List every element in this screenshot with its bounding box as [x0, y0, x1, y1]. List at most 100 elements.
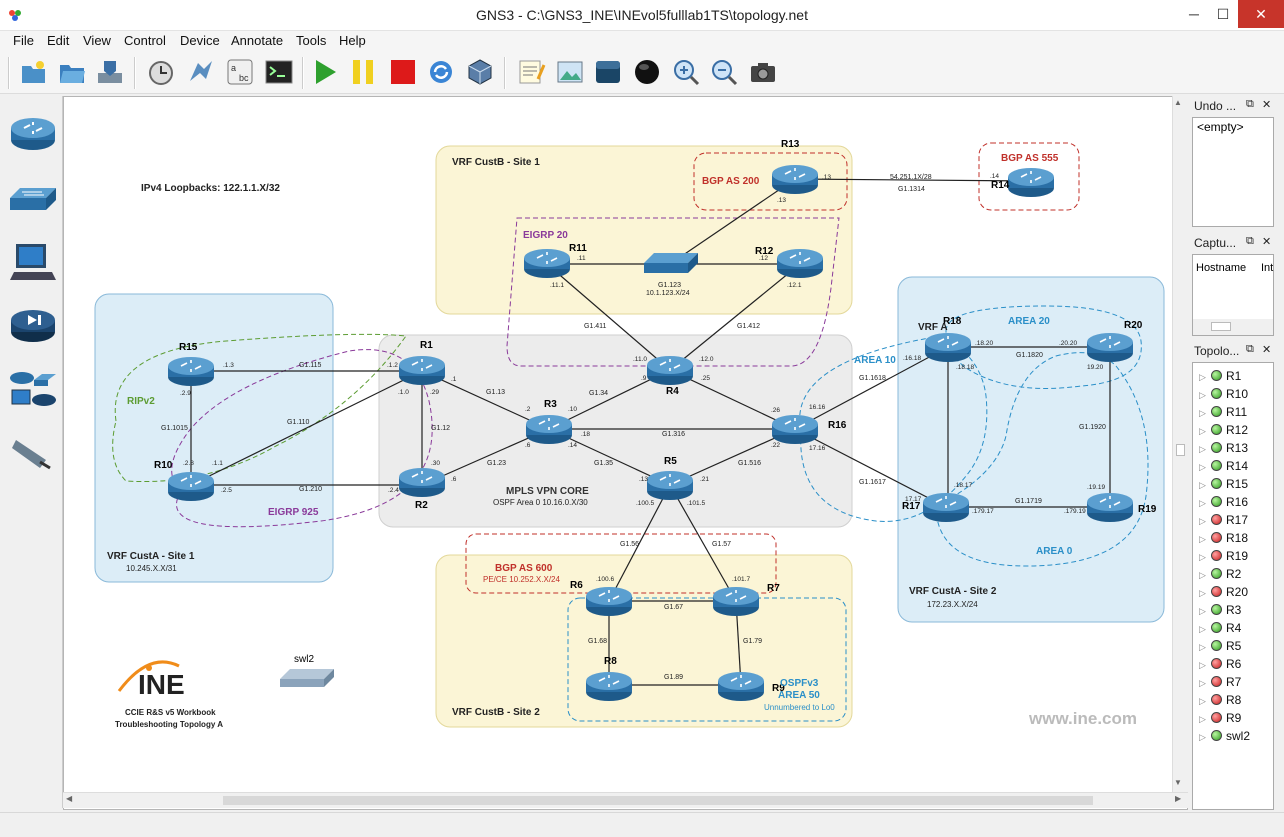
horizontal-scroll-thumb[interactable] — [223, 796, 1093, 805]
switch-swl2[interactable]: swl2 — [280, 654, 334, 687]
all-devices-icon[interactable] — [8, 366, 58, 410]
topology-item[interactable]: ▷R6 — [1199, 657, 1241, 675]
capture-col-interface[interactable]: Int — [1261, 262, 1274, 274]
menu-control[interactable]: Control — [124, 33, 166, 48]
router-R9[interactable]: R9 — [717, 671, 785, 702]
router-R17[interactable]: R17 — [902, 492, 970, 523]
close-icon[interactable]: ✕ — [1262, 99, 1272, 111]
router-R6[interactable]: R6 — [570, 580, 633, 617]
reload-icon[interactable] — [426, 57, 456, 87]
undo-empty-item[interactable]: <empty> — [1197, 120, 1244, 134]
router-R20[interactable]: R20 — [1086, 320, 1143, 363]
expand-arrow-icon[interactable]: ▷ — [1199, 660, 1206, 670]
scroll-up-icon[interactable]: ▲ — [1174, 98, 1182, 107]
router-icon[interactable] — [8, 112, 58, 156]
router-R1[interactable]: R1 — [398, 340, 446, 386]
router-R11[interactable]: R11 — [523, 243, 587, 279]
expand-arrow-icon[interactable]: ▷ — [1199, 444, 1206, 454]
topology-item[interactable]: ▷R12 — [1199, 423, 1248, 441]
menu-tools[interactable]: Tools — [296, 33, 327, 48]
router-R16[interactable]: R16 — [771, 414, 847, 445]
topology-item[interactable]: ▷R1 — [1199, 369, 1241, 387]
topology-item[interactable]: ▷R3 — [1199, 603, 1241, 621]
security-device-icon[interactable] — [8, 304, 58, 348]
save-project-icon[interactable] — [95, 57, 125, 87]
expand-arrow-icon[interactable]: ▷ — [1199, 642, 1206, 652]
expand-arrow-icon[interactable]: ▷ — [1199, 498, 1206, 508]
float-icon[interactable]: ⧉ — [1246, 235, 1254, 247]
topology-item[interactable]: ▷R20 — [1199, 585, 1248, 603]
expand-arrow-icon[interactable]: ▷ — [1199, 372, 1206, 382]
cloud-connector-icon[interactable] — [8, 430, 58, 474]
pause-icon[interactable] — [348, 57, 378, 87]
expand-arrow-icon[interactable]: ▷ — [1199, 588, 1206, 598]
topology-item[interactable]: ▷R14 — [1199, 459, 1248, 477]
router-R4[interactable]: R4 — [646, 355, 694, 397]
draw-rectangle-icon[interactable] — [593, 57, 623, 87]
new-project-icon[interactable] — [18, 57, 48, 87]
float-icon[interactable]: ⧉ — [1246, 98, 1254, 110]
expand-arrow-icon[interactable]: ▷ — [1199, 408, 1206, 418]
menu-edit[interactable]: Edit — [47, 33, 70, 48]
scroll-left-icon[interactable]: ◀ — [66, 794, 73, 803]
close-icon[interactable]: ✕ — [1262, 344, 1272, 356]
expand-arrow-icon[interactable]: ▷ — [1199, 678, 1206, 688]
router-R15[interactable]: R15 — [167, 342, 215, 387]
expand-arrow-icon[interactable]: ▷ — [1199, 516, 1206, 526]
insert-picture-icon[interactable] — [555, 57, 585, 87]
topology-item[interactable]: ▷R19 — [1199, 549, 1248, 567]
router-R2[interactable]: R2 — [398, 467, 446, 511]
expand-arrow-icon[interactable]: ▷ — [1199, 570, 1206, 580]
maximize-button[interactable]: ☐ — [1216, 6, 1230, 22]
router-R10[interactable]: R10 — [154, 460, 215, 502]
switch-sw-r11-r12[interactable] — [644, 253, 698, 273]
expand-arrow-icon[interactable]: ▷ — [1199, 732, 1206, 742]
topology-item[interactable]: ▷R7 — [1199, 675, 1241, 693]
menu-annotate[interactable]: Annotate — [231, 33, 284, 48]
horizontal-scrollbar[interactable]: ◀ ▶ — [63, 792, 1188, 808]
float-icon[interactable]: ⧉ — [1246, 343, 1254, 355]
topology-item[interactable]: ▷R8 — [1199, 693, 1241, 711]
menu-device[interactable]: Device — [180, 33, 220, 48]
topology-item[interactable]: ▷R10 — [1199, 387, 1248, 405]
topology-item[interactable]: ▷R18 — [1199, 531, 1248, 549]
topology-item[interactable]: ▷R16 — [1199, 495, 1248, 513]
expand-arrow-icon[interactable]: ▷ — [1199, 606, 1206, 616]
menu-view[interactable]: View — [83, 33, 111, 48]
start-icon[interactable] — [310, 57, 340, 87]
scroll-right-icon[interactable]: ▶ — [1175, 794, 1182, 803]
zoom-in-icon[interactable] — [671, 57, 701, 87]
close-icon[interactable]: ✕ — [1262, 236, 1272, 248]
topology-canvas[interactable]: R1 R2 R3 R4 R5 R6 R7 R8 R9 R10 R11 R12 R… — [63, 96, 1188, 810]
router-R7[interactable]: R7 — [712, 583, 780, 617]
console-connect-icon[interactable] — [186, 57, 216, 87]
show-interface-labels-icon[interactable]: abc — [225, 57, 255, 87]
router-R12[interactable]: R12 — [755, 246, 824, 279]
menu-file[interactable]: File — [13, 33, 34, 48]
expand-arrow-icon[interactable]: ▷ — [1199, 462, 1206, 472]
topology-item[interactable]: ▷R13 — [1199, 441, 1248, 459]
snapshot-icon[interactable] — [146, 57, 176, 87]
capture-hscroll[interactable] — [1193, 319, 1273, 335]
topology-item[interactable]: ▷R5 — [1199, 639, 1241, 657]
expand-arrow-icon[interactable]: ▷ — [1199, 534, 1206, 544]
close-button[interactable]: ✕ — [1238, 0, 1284, 28]
expand-arrow-icon[interactable]: ▷ — [1199, 714, 1206, 724]
topology-item[interactable]: ▷R4 — [1199, 621, 1241, 639]
switch-icon[interactable] — [8, 176, 58, 220]
end-device-icon[interactable] — [8, 240, 58, 284]
router-R3[interactable]: R3 — [525, 399, 573, 445]
router-R14[interactable]: R14 — [991, 167, 1055, 198]
scroll-down-icon[interactable]: ▼ — [1174, 778, 1182, 787]
topology-item[interactable]: ▷R9 — [1199, 711, 1241, 729]
router-R5[interactable]: R5 — [646, 456, 694, 501]
router-R8[interactable]: R8 — [585, 656, 633, 702]
expand-arrow-icon[interactable]: ▷ — [1199, 480, 1206, 490]
topology-item[interactable]: ▷R11 — [1199, 405, 1247, 423]
menu-help[interactable]: Help — [339, 33, 366, 48]
vertical-scrollbar[interactable]: ▲ ▼ — [1172, 96, 1188, 792]
topology-item[interactable]: ▷R2 — [1199, 567, 1241, 585]
console-all-icon[interactable] — [264, 57, 294, 87]
stop-icon[interactable] — [388, 57, 418, 87]
capture-col-hostname[interactable]: Hostname — [1196, 262, 1247, 274]
